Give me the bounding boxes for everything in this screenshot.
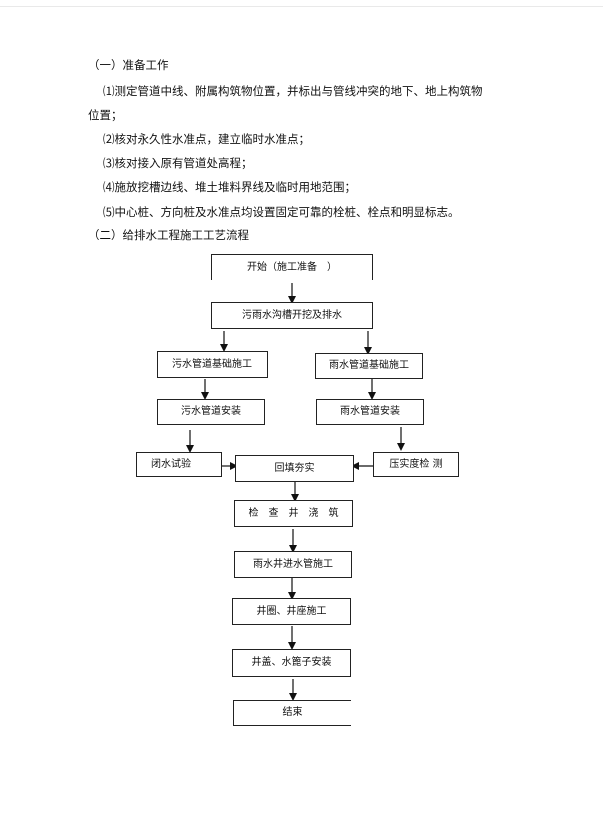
flow-step-well-ring: 井圈、井座施工 (232, 598, 351, 625)
page-top-border (0, 0, 603, 7)
list-item: ⑷施放挖槽边线、堆土堆料界线及临时用地范围； (103, 180, 356, 194)
section-title-preparation: （一）准备工作 (88, 58, 169, 72)
flow-step-well-cover: 井盖、水篦子安装 (232, 649, 351, 677)
flow-step-sewage-foundation: 污水管道基础施工 (157, 351, 268, 378)
flow-step-backfill: 回填夯实 (235, 455, 354, 482)
list-item: ⑶核对接入原有管道处高程； (103, 156, 253, 170)
flow-step-well-pour: 检 查 井 浇 筑 (234, 500, 353, 527)
list-item: 位置； (88, 108, 123, 122)
list-item: ⑵核对永久性水准点，建立临时水准点； (103, 132, 310, 146)
list-item: ⑸中心桩、方向桩及水准点均设置固定可靠的栓桩、栓点和明显标志。 (103, 205, 460, 219)
flow-step-closed-water-test: 闭水试验 (136, 452, 222, 477)
flow-step-start: 开始（施工准备 ） (211, 254, 373, 280)
flow-step-compaction-test: 压实度检 测 (373, 452, 459, 477)
list-item: ⑴测定管道中线、附属构筑物位置，并标出与管线冲突的地下、地上构筑物 (103, 84, 483, 98)
section-title-process-flow: （二）给排水工程施工工艺流程 (88, 228, 249, 242)
flow-step-rain-inlet: 雨水井进水管施工 (234, 551, 352, 578)
flow-step-sewage-install: 污水管道安装 (157, 399, 265, 425)
flow-step-end: 结束 (233, 700, 351, 726)
flow-step-rain-install: 雨水管道安装 (316, 399, 424, 425)
flow-step-excavation: 污雨水沟槽开挖及排水 (211, 302, 373, 329)
flow-step-rain-foundation: 雨水管道基础施工 (315, 353, 423, 379)
